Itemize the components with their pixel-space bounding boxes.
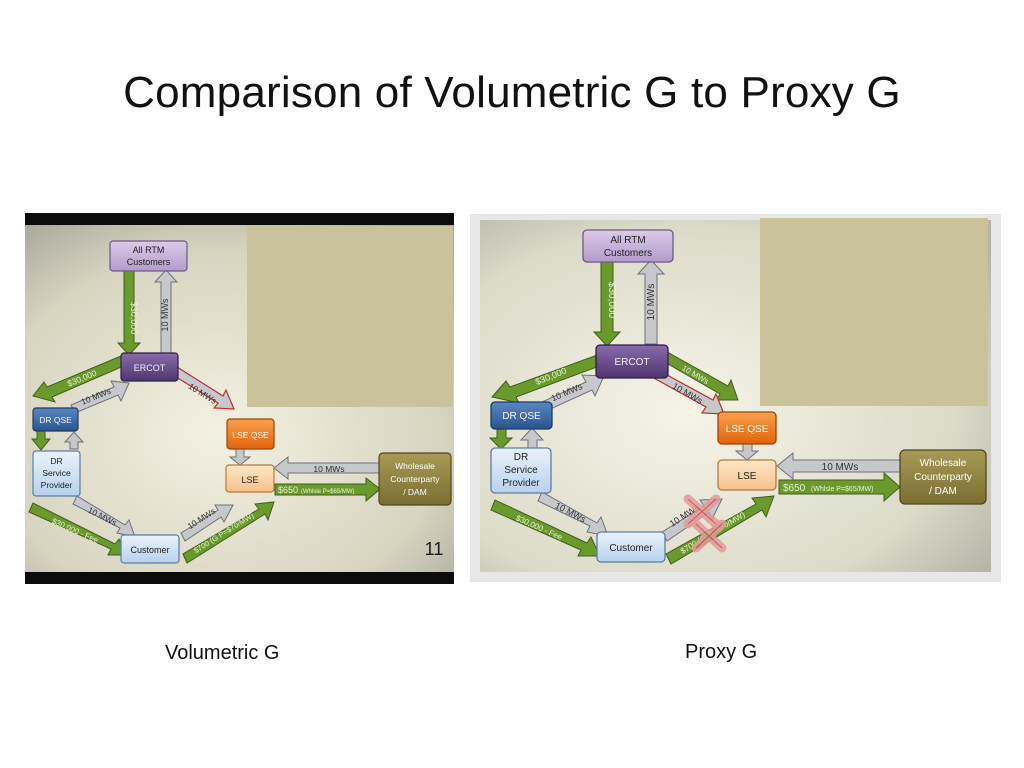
svg-text:Counterparty: Counterparty bbox=[914, 472, 972, 483]
svg-text:ERCOT: ERCOT bbox=[134, 363, 166, 373]
lse-wholesale-money-label: $650 bbox=[278, 485, 298, 495]
svg-text:DR: DR bbox=[514, 452, 528, 463]
node-customer: Customer bbox=[120, 534, 180, 564]
lse-wholesale-note-label: (Whlsle P=$65/MW) bbox=[301, 489, 355, 495]
svg-text:Customers: Customers bbox=[604, 248, 652, 259]
wholesale-lse-mw-label: 10 MWs bbox=[822, 462, 859, 473]
overlay-box bbox=[760, 218, 988, 406]
wholesale-lse-mw-label: 10 MWs bbox=[313, 464, 344, 474]
node-lse: LSE bbox=[717, 459, 777, 491]
svg-text:DR QSE: DR QSE bbox=[502, 411, 541, 422]
drqse-to-drsp-arrow bbox=[488, 427, 514, 450]
node-lse: LSE bbox=[225, 464, 275, 493]
lse-wholesale-money-label: $650 bbox=[783, 483, 806, 494]
node-ercot: ERCOT bbox=[120, 352, 179, 382]
wholesale-to-lse-arrow: 10 MWs bbox=[273, 455, 380, 481]
svg-text:Wholesale: Wholesale bbox=[920, 458, 967, 469]
rtm-up-label: 10 MWs bbox=[646, 284, 657, 321]
svg-text:LSE: LSE bbox=[738, 471, 757, 482]
svg-text:LSE: LSE bbox=[241, 475, 258, 485]
node-lse-qse: LSE QSE bbox=[717, 411, 777, 445]
lse-to-wholesale-arrow: $650 (Whlsle P=$65/MW) bbox=[274, 476, 381, 503]
rtm-to-ercot-arrow: $30,000 bbox=[592, 261, 622, 347]
slide-number: 11 bbox=[425, 539, 444, 559]
node-dr-service-provider: DR Service Provider bbox=[32, 450, 81, 497]
svg-text:/ DAM: / DAM bbox=[929, 486, 957, 497]
node-dr-qse: DR QSE bbox=[490, 401, 553, 430]
node-all-rtm-customers: All RTM Customers bbox=[582, 229, 674, 263]
svg-text:Counterparty: Counterparty bbox=[390, 474, 440, 484]
lse-wholesale-note-label: (Whlsle P=$65/MW) bbox=[811, 486, 873, 493]
lseqse-to-lse-arrow bbox=[228, 448, 252, 466]
lse-to-wholesale-arrow: $650 (Whlsle P=$65/MW) bbox=[778, 471, 901, 503]
cross-out-x-icon bbox=[691, 519, 727, 553]
svg-text:Customer: Customer bbox=[609, 543, 653, 554]
node-wholesale-counterparty: Wholesale Counterparty / DAM bbox=[899, 449, 987, 505]
rtm-down-label: $30,000 bbox=[129, 302, 139, 335]
cross-out-x-icon bbox=[683, 494, 721, 529]
node-lse-qse: LSE QSE bbox=[226, 418, 275, 450]
drqse-to-drsp-arrow bbox=[30, 430, 52, 451]
svg-text:All RTM: All RTM bbox=[610, 235, 645, 246]
rtm-up-label: 10 MWs bbox=[160, 298, 170, 332]
caption-proxy-g: Proxy G bbox=[685, 641, 758, 663]
wholesale-to-lse-arrow: 10 MWs bbox=[776, 451, 901, 481]
volumetric-g-diagram: $30,000 10 MWs $30,000 10 MWs 10 MWs 10 … bbox=[25, 213, 454, 584]
svg-text:All RTM: All RTM bbox=[133, 245, 165, 255]
node-dr-service-provider: DR Service Provider bbox=[490, 447, 552, 494]
svg-text:DR: DR bbox=[50, 456, 62, 466]
svg-text:LSE QSE: LSE QSE bbox=[232, 430, 269, 440]
node-customer: Customer bbox=[596, 531, 666, 563]
svg-text:Customer: Customer bbox=[130, 545, 169, 555]
overlay-box bbox=[247, 226, 453, 407]
ercot-to-rtm-arrow: 10 MWs bbox=[636, 259, 666, 345]
rtm-down-label: $30,000 bbox=[606, 282, 617, 319]
node-ercot: ERCOT bbox=[595, 344, 669, 379]
ercot-to-rtm-arrow: 10 MWs bbox=[153, 269, 179, 354]
svg-text:Provider: Provider bbox=[502, 478, 540, 489]
slide-title: Comparison of Volumetric G to Proxy G bbox=[123, 68, 901, 117]
svg-text:Service: Service bbox=[42, 468, 71, 478]
node-wholesale-counterparty: Wholesale Counterparty / DAM bbox=[378, 452, 452, 506]
svg-text:Customers: Customers bbox=[127, 257, 171, 267]
svg-text:LSE QSE: LSE QSE bbox=[726, 424, 769, 435]
lseqse-to-lse-arrow bbox=[734, 443, 760, 461]
svg-text:DR QSE: DR QSE bbox=[39, 415, 72, 425]
node-all-rtm-customers: All RTM Customers bbox=[109, 240, 188, 272]
svg-text:/ DAM: / DAM bbox=[403, 487, 427, 497]
rtm-to-ercot-arrow: $30,000 bbox=[116, 269, 142, 356]
svg-text:Provider: Provider bbox=[41, 480, 73, 490]
proxy-g-diagram: $30,000 10 MWs $30,000 10 MWs 10 MWs 10 … bbox=[470, 214, 1001, 582]
drsp-to-drqse-arrow bbox=[519, 427, 545, 449]
drsp-to-drqse-arrow bbox=[63, 431, 85, 450]
caption-volumetric-g: Volumetric G bbox=[165, 642, 280, 664]
svg-text:Service: Service bbox=[504, 465, 538, 476]
svg-text:ERCOT: ERCOT bbox=[615, 357, 650, 368]
svg-text:Wholesale: Wholesale bbox=[395, 461, 435, 471]
node-dr-qse: DR QSE bbox=[32, 407, 79, 432]
